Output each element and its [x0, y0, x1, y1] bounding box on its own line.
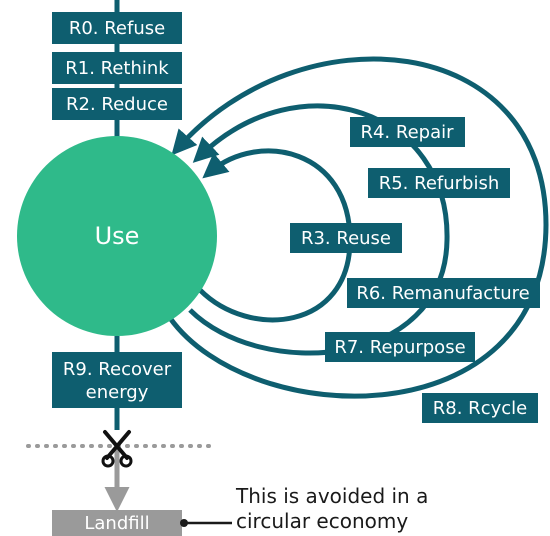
r2-label: R2. Reduce — [66, 94, 168, 115]
r7-label: R7. Repurpose — [334, 337, 465, 358]
landfill-label: Landfill — [84, 513, 149, 534]
landfill-box — [52, 510, 182, 536]
r2-box — [52, 88, 182, 120]
r4-label: R4. Repair — [360, 122, 454, 143]
loop-r4-r7-arc — [188, 103, 450, 356]
use-label: Use — [95, 222, 140, 250]
r5-label: R5. Refurbish — [379, 173, 500, 194]
r1-box — [52, 52, 182, 84]
loop-r8-arc — [167, 56, 549, 399]
r3-label: R3. Reuse — [301, 228, 391, 249]
r6-box — [347, 278, 540, 308]
use-circle — [17, 136, 217, 336]
r9-label-line2: energy — [86, 382, 149, 403]
r9-label-line1: R9. Recover — [63, 359, 172, 380]
r7-box — [325, 332, 475, 362]
note-line1: This is avoided in a — [235, 484, 428, 508]
r4-box — [350, 117, 465, 147]
scissors-icon — [101, 430, 133, 468]
r1-label: R1. Rethink — [65, 58, 169, 79]
note-line2: circular economy — [236, 509, 408, 533]
r0-label: R0. Refuse — [69, 18, 165, 39]
r9-box — [52, 352, 182, 408]
r5-box — [368, 168, 510, 198]
r0-box — [52, 12, 182, 44]
r8-label: R8. Rcycle — [433, 398, 527, 419]
r8-box — [422, 393, 538, 423]
r3-box — [290, 223, 402, 253]
r6-label: R6. Remanufacture — [356, 283, 529, 304]
